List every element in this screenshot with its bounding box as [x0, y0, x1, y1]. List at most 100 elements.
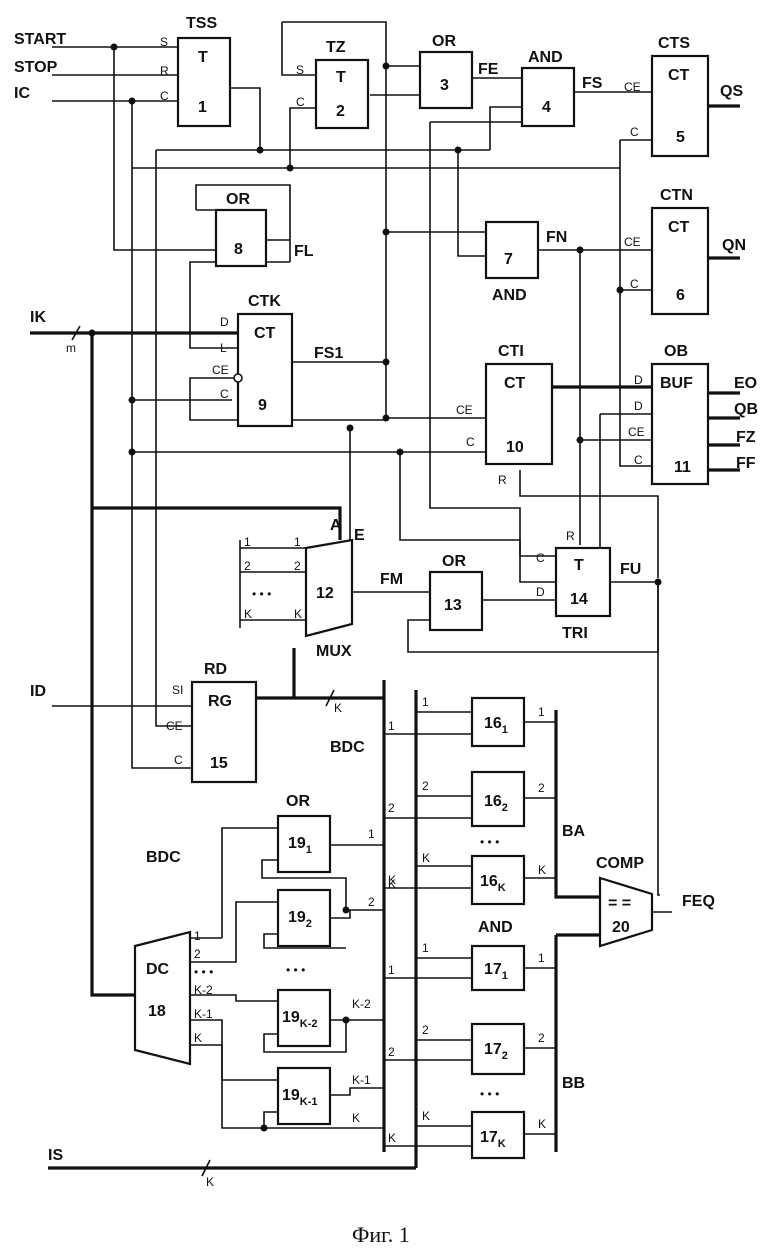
block-16-1: 161: [472, 698, 524, 746]
mux-dots: • • •: [252, 587, 271, 601]
ob-pin-d2: D: [634, 399, 643, 413]
tap-19-kk: K: [352, 1111, 360, 1125]
output-qb: QB: [734, 401, 758, 418]
tss-pin-c: C: [160, 89, 169, 103]
rd-name: RD: [204, 661, 227, 678]
ob-pin-d1: D: [634, 373, 643, 387]
signal-feq: FEQ: [682, 893, 715, 910]
tap-19-k: K: [388, 877, 396, 891]
tap-17-2b: 2: [388, 1045, 395, 1059]
tz-pin-c: C: [296, 95, 305, 109]
tri-pin-c: C: [536, 551, 545, 565]
ctn-pin-c: C: [630, 277, 639, 291]
cti-name: CTI: [498, 343, 524, 360]
tap-17-2a: 2: [422, 1023, 429, 1037]
input-ik: IK: [30, 309, 46, 326]
tss-name: TSS: [186, 15, 217, 32]
tap-19-2: 2: [368, 895, 375, 909]
mux-in-2b: 2: [294, 559, 301, 573]
tri-num: 14: [570, 591, 588, 608]
block-tss: TSS T 1 S R C: [160, 15, 230, 126]
cti-pin-r: R: [498, 473, 507, 487]
label-bdc: BDC: [330, 739, 365, 756]
block-ctk: CTK CT 9 D L CE C FS1: [212, 293, 343, 426]
tri-pin-d: D: [536, 585, 545, 599]
or3-num: 3: [440, 77, 449, 94]
dc-out-1: 1: [194, 929, 201, 943]
dc-out-k1: K-1: [194, 1007, 213, 1021]
dc-type: DC: [146, 961, 170, 978]
tap-16-1a: 1: [422, 695, 429, 709]
bus-width-m: m: [66, 341, 76, 355]
or3-name: OR: [432, 33, 456, 50]
signal-fu: FU: [620, 561, 641, 578]
signal-fs1: FS1: [314, 345, 343, 362]
block-tz: TZ T 2 S C: [296, 39, 368, 128]
tri-type: T: [574, 557, 584, 574]
bus-width-k-is: K: [206, 1175, 214, 1189]
tss-pin-r: R: [160, 64, 169, 78]
tap-17-kb: K: [388, 1131, 396, 1145]
block-17-1: 171: [472, 946, 524, 990]
block-and7: 7 AND FN: [486, 222, 567, 304]
block-and4: AND 4 FS: [522, 49, 603, 126]
bb-2: 2: [538, 1031, 545, 1045]
comp-num: 20: [612, 919, 630, 936]
or8-num: 8: [234, 241, 243, 258]
mux-in-1b: 1: [294, 535, 301, 549]
tz-name: TZ: [326, 39, 346, 56]
and4-num: 4: [542, 99, 551, 116]
tss-num: 1: [198, 99, 207, 116]
input-is: IS: [48, 1147, 63, 1164]
output-qn: QN: [722, 237, 746, 254]
label-bdc2: BDC: [146, 849, 181, 866]
block-17-2: 172: [472, 1024, 524, 1074]
ctk-name: CTK: [248, 293, 281, 310]
ctk-type: CT: [254, 325, 276, 342]
mux-in-k: K: [244, 607, 252, 621]
ob-type: BUF: [660, 375, 693, 392]
cti-pin-c: C: [466, 435, 475, 449]
dc-out-dots: • • •: [194, 965, 213, 979]
block-or13: OR 13: [430, 553, 482, 630]
cti-pin-ce: CE: [456, 403, 473, 417]
dc-num: 18: [148, 1003, 166, 1020]
tap-16-ka: K: [422, 851, 430, 865]
tap-19-1: 1: [368, 827, 375, 841]
output-ff: FF: [736, 455, 756, 472]
tri-pin-r: R: [566, 529, 575, 543]
mux-name: MUX: [316, 643, 352, 660]
ctn-pin-ce: CE: [624, 235, 641, 249]
signal-fm: FM: [380, 571, 403, 588]
ob-pin-ce: CE: [628, 425, 645, 439]
rd-pin-ce: CE: [166, 719, 183, 733]
input-start: START: [14, 31, 66, 48]
block-19-1: 191: [278, 816, 330, 872]
block-dc18: DC 18 1 2 • • • K-2 K-1 K: [135, 929, 213, 1064]
b16-dots: • • •: [480, 835, 499, 849]
block-or8: OR 8 FL: [216, 191, 314, 266]
input-ic: IC: [14, 85, 30, 102]
mux-in-2: 2: [244, 559, 251, 573]
ctk-pin-ce: CE: [212, 363, 229, 377]
tap-19-k2: K-2: [352, 997, 371, 1011]
block-19-k2: 19K-2: [278, 990, 330, 1046]
figure-caption: Фиг. 1: [352, 1222, 410, 1247]
and7-name: AND: [492, 287, 527, 304]
rd-pin-si: SI: [172, 683, 183, 697]
comp-type: = =: [608, 895, 631, 912]
mux-in-kb: K: [294, 607, 302, 621]
b17-dots: • • •: [480, 1087, 499, 1101]
signal-fs: FS: [582, 75, 603, 92]
bb-k: K: [538, 1117, 546, 1131]
output-eo: EO: [734, 375, 757, 392]
or13-name: OR: [442, 553, 466, 570]
input-stop: STOP: [14, 59, 58, 76]
b19-dots: • • •: [286, 963, 305, 977]
signal-fn: FN: [546, 229, 567, 246]
block-comp20: COMP = = 20 FEQ: [596, 855, 715, 946]
or13-num: 13: [444, 597, 462, 614]
ctn-name: CTN: [660, 187, 693, 204]
cts-pin-ce: CE: [624, 80, 641, 94]
